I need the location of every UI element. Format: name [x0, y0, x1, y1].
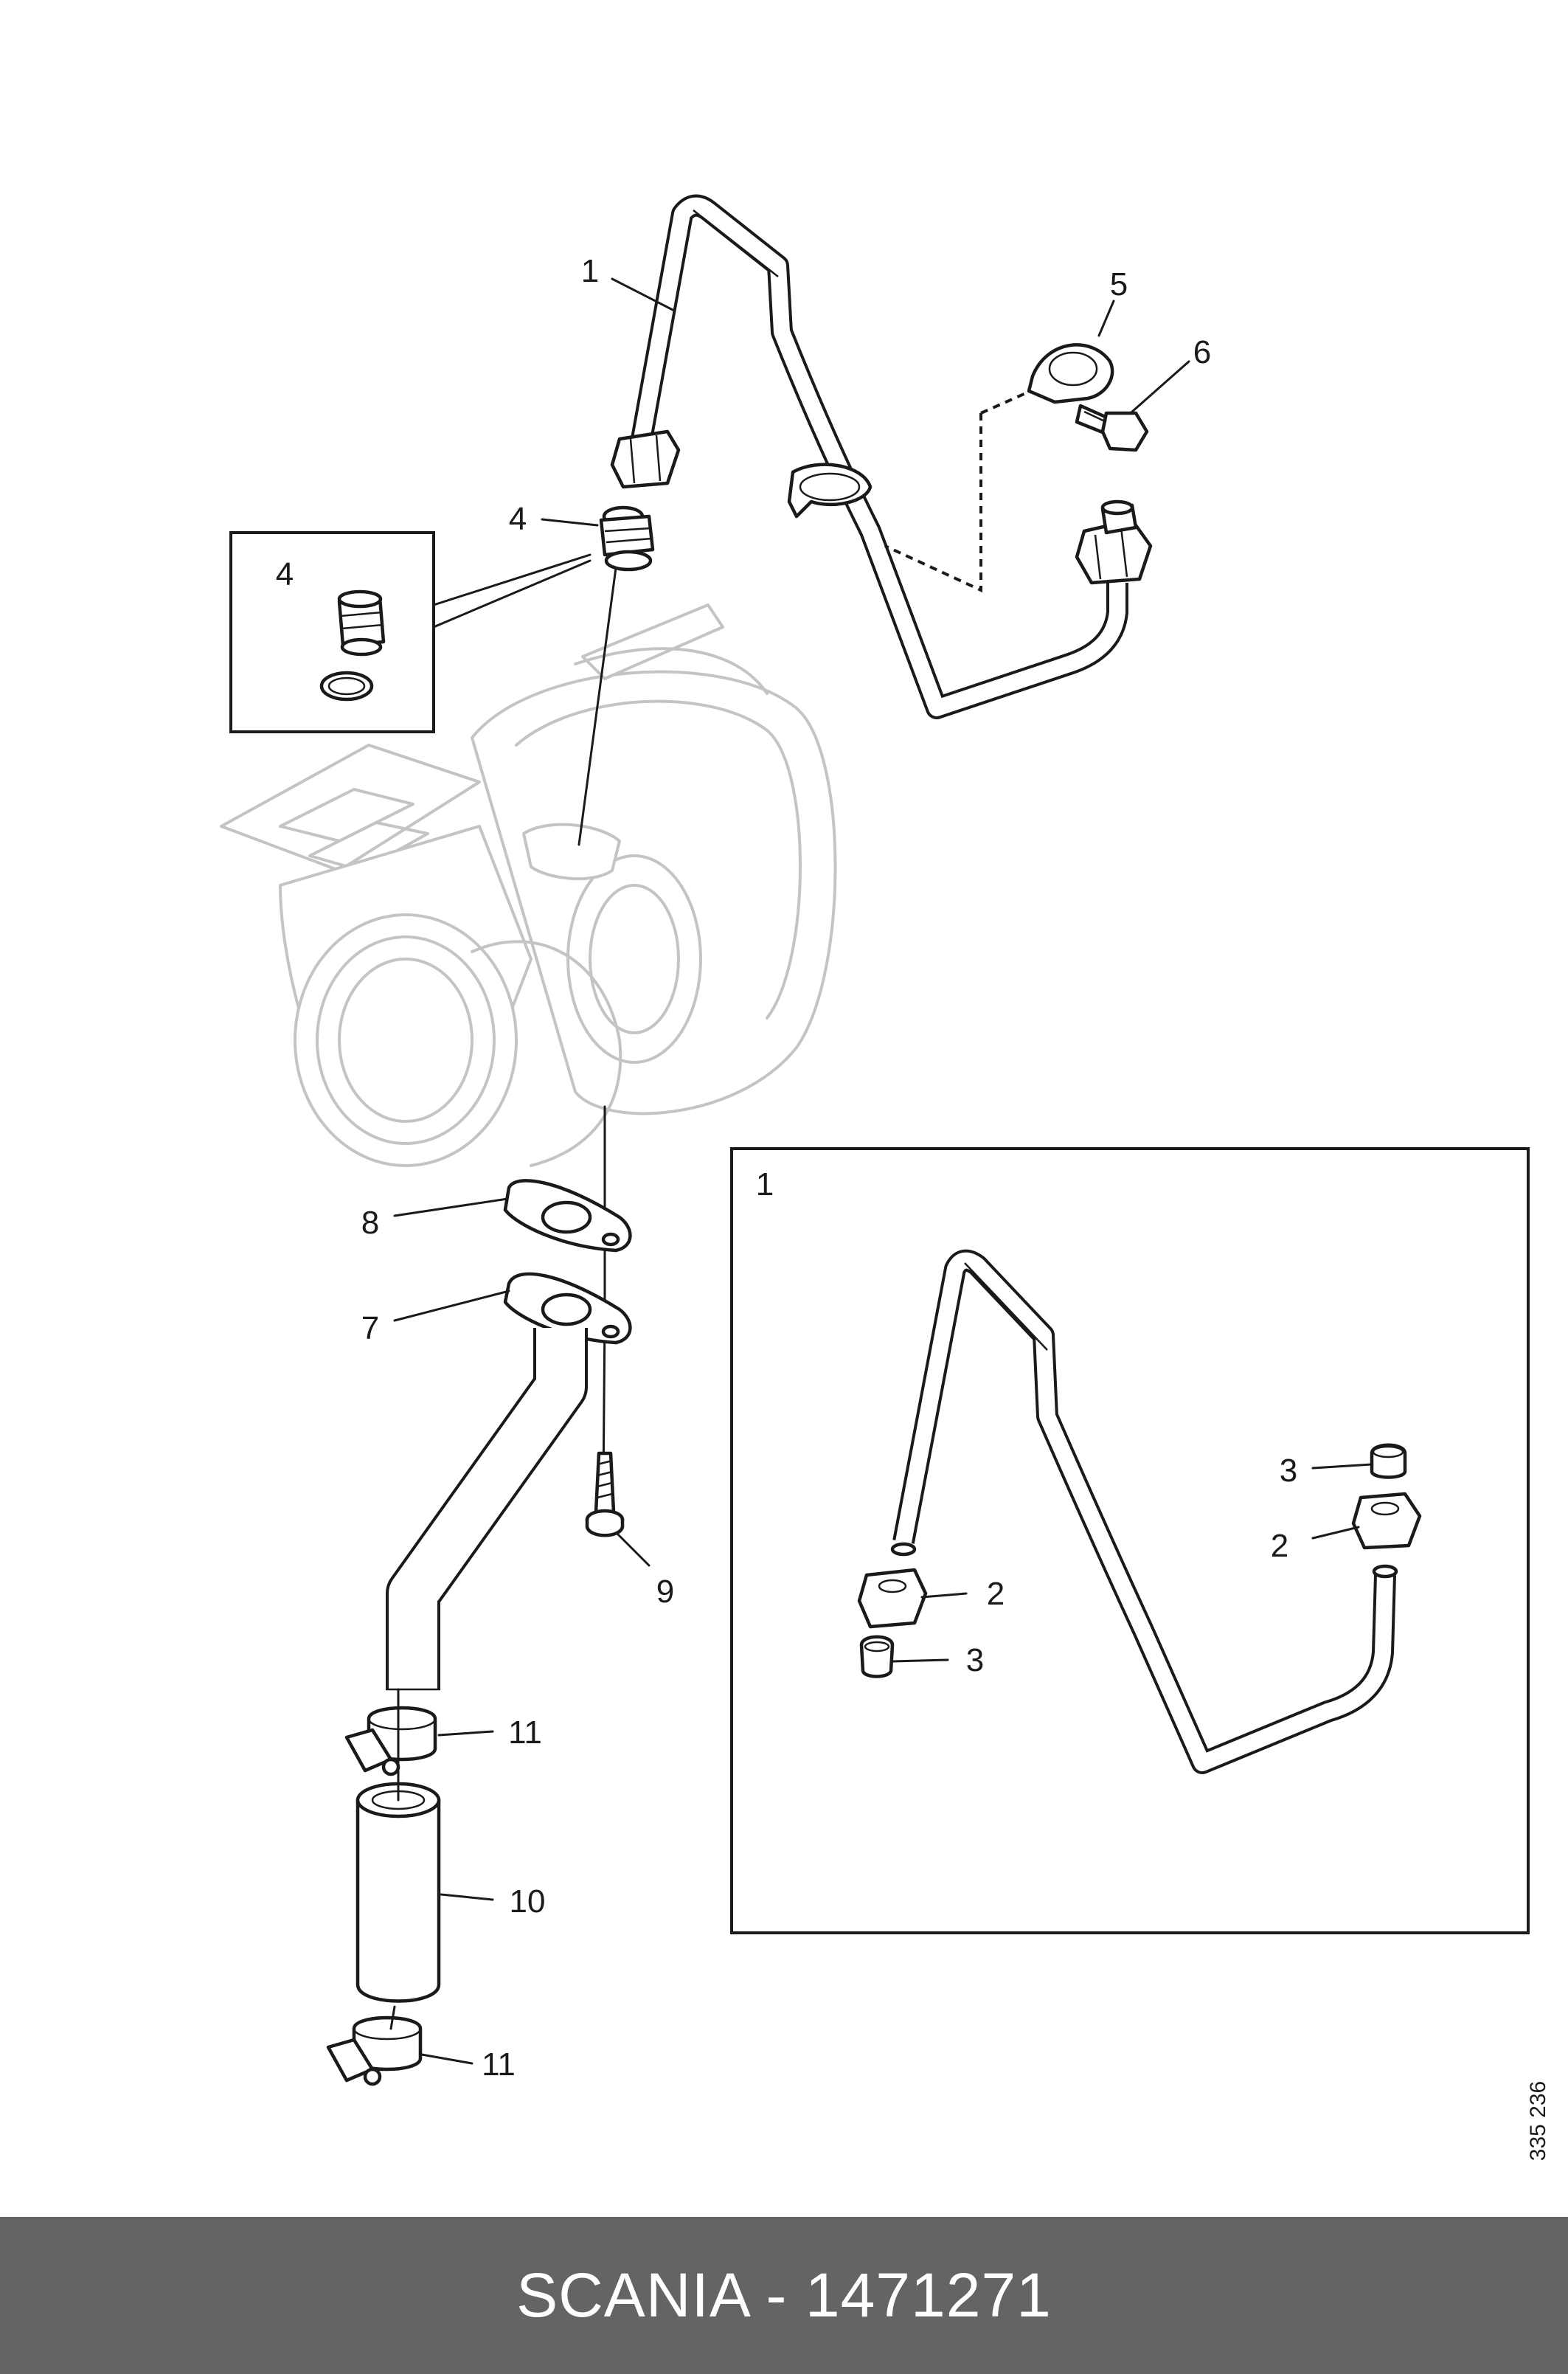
oil-supply-pipe: [631, 194, 1128, 719]
callout-1: 1: [581, 253, 599, 289]
detail-callout-2-left: 2: [987, 1576, 1005, 1612]
adapter-detail-box: [229, 531, 592, 733]
callout-10: 10: [510, 1883, 546, 1920]
hose-10: [355, 1782, 441, 2003]
detail-box-title: 1: [756, 1166, 774, 1202]
turbocharger-ghost: [220, 603, 837, 1167]
callout-11-upper: 11: [508, 1714, 542, 1751]
parts-diagram: 1 4 4 5 6 8 7 9 11 10 11 1 2 3 3 2 335 2…: [220, 194, 1550, 2161]
adapter-fitting: [599, 505, 655, 572]
hose-axis: [389, 1688, 400, 2030]
bolt-6: [1075, 404, 1149, 452]
hose-clamp-upper: [344, 1706, 437, 1776]
callout-4: 4: [509, 501, 527, 537]
detail-callout-2-right: 2: [1271, 1528, 1288, 1564]
drain-pipe: [386, 1328, 588, 1691]
footer-bar: SCANIA - 1471271: [0, 2217, 1568, 2374]
pipe-clamp-installed: [787, 463, 873, 519]
pipe-detail-box: [730, 1147, 1530, 1934]
detail-callout-3-right: 3: [1280, 1453, 1297, 1489]
pipe-end-fitting: [1075, 499, 1153, 585]
callout-5: 5: [1110, 266, 1128, 302]
bolt-9: [585, 1451, 625, 1537]
callout-4-box: 4: [276, 556, 294, 592]
detail-callout-3-left: 3: [966, 1642, 984, 1678]
pipe-union-nut: [610, 429, 681, 489]
hose-clamp-lower: [326, 2015, 423, 2086]
drain-pipe-flange-7: [503, 1272, 632, 1345]
callout-11-lower: 11: [482, 2046, 516, 2083]
gasket-8: [503, 1179, 632, 1253]
callout-9: 9: [656, 1574, 674, 1610]
footer-title: SCANIA - 1471271: [516, 2260, 1052, 2330]
callout-7: 7: [361, 1310, 379, 1346]
leader-lines: [393, 277, 1373, 2065]
assembly-guide-dashed: [884, 382, 1048, 593]
callout-8: 8: [361, 1205, 379, 1241]
clamp-5: [1027, 343, 1114, 404]
callout-labels: 1 4 4 5 6 8 7 9 11 10 11 1 2 3 3 2 335 2…: [276, 253, 1550, 2161]
drawing-number: 335 236: [1526, 2081, 1550, 2161]
callout-6: 6: [1193, 334, 1211, 370]
